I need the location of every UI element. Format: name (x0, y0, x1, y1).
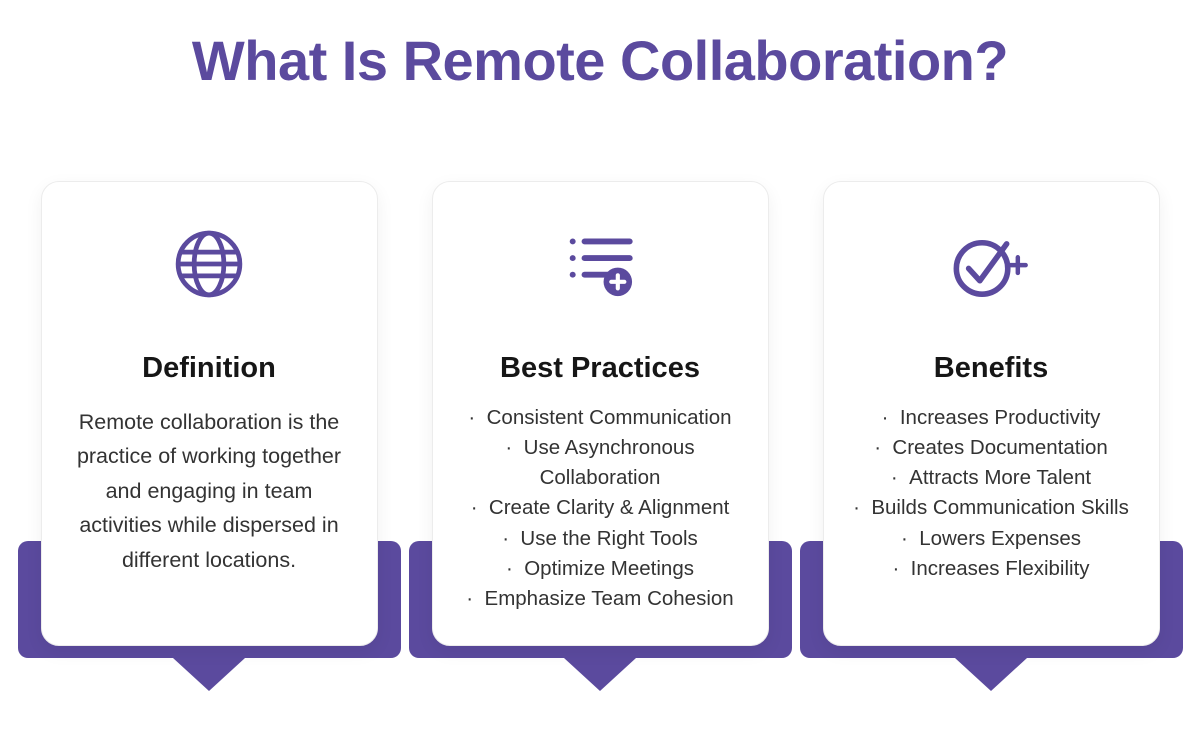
best-practices-list: Consistent CommunicationUse Asynchronous… (457, 403, 744, 614)
globe-icon (175, 230, 243, 298)
definition-card: Definition Remote collaboration is the p… (17, 181, 401, 691)
best-practices-card-arrow (564, 658, 636, 691)
cards-row: Definition Remote collaboration is the p… (0, 181, 1200, 691)
definition-card-body: Definition Remote collaboration is the p… (40, 181, 378, 646)
definition-card-text: Remote collaboration is the practice of … (76, 410, 342, 572)
bullet-item: Emphasize Team Cohesion (457, 584, 744, 614)
best-practices-card-title: Best Practices (500, 352, 700, 384)
best-practices-card: Best Practices Consistent CommunicationU… (408, 181, 792, 691)
bullet-item: Increases Productivity (848, 403, 1135, 433)
check-add-icon (953, 239, 1028, 297)
benefits-card: Benefits Increases ProductivityCreates D… (799, 181, 1183, 691)
bullet-item: Use Asynchronous Collaboration (457, 433, 744, 493)
list-add-icon (569, 238, 633, 297)
bullet-item: Attracts More Talent (848, 463, 1135, 493)
bullet-item: Consistent Communication (457, 403, 744, 433)
benefits-card-title: Benefits (933, 352, 1049, 384)
benefits-card-body: Benefits Increases ProductivityCreates D… (822, 181, 1160, 646)
definition-card-arrow (173, 658, 245, 691)
best-practices-card-body: Best Practices Consistent CommunicationU… (431, 181, 769, 646)
benefits-card-arrow (955, 658, 1027, 691)
bullet-item: Creates Documentation (848, 433, 1135, 463)
definition-card-title: Definition (142, 352, 276, 384)
bullet-item: Create Clarity & Alignment (457, 493, 744, 523)
bullet-item: Lowers Expenses (848, 524, 1135, 554)
bullet-item: Use the Right Tools (457, 524, 744, 554)
bullet-item: Optimize Meetings (457, 554, 744, 584)
bullet-item: Builds Communication Skills (848, 493, 1135, 523)
benefits-list: Increases ProductivityCreates Documentat… (848, 403, 1135, 584)
bullet-item: Increases Flexibility (848, 554, 1135, 584)
page-title: What Is Remote Collaboration? (191, 29, 1009, 92)
